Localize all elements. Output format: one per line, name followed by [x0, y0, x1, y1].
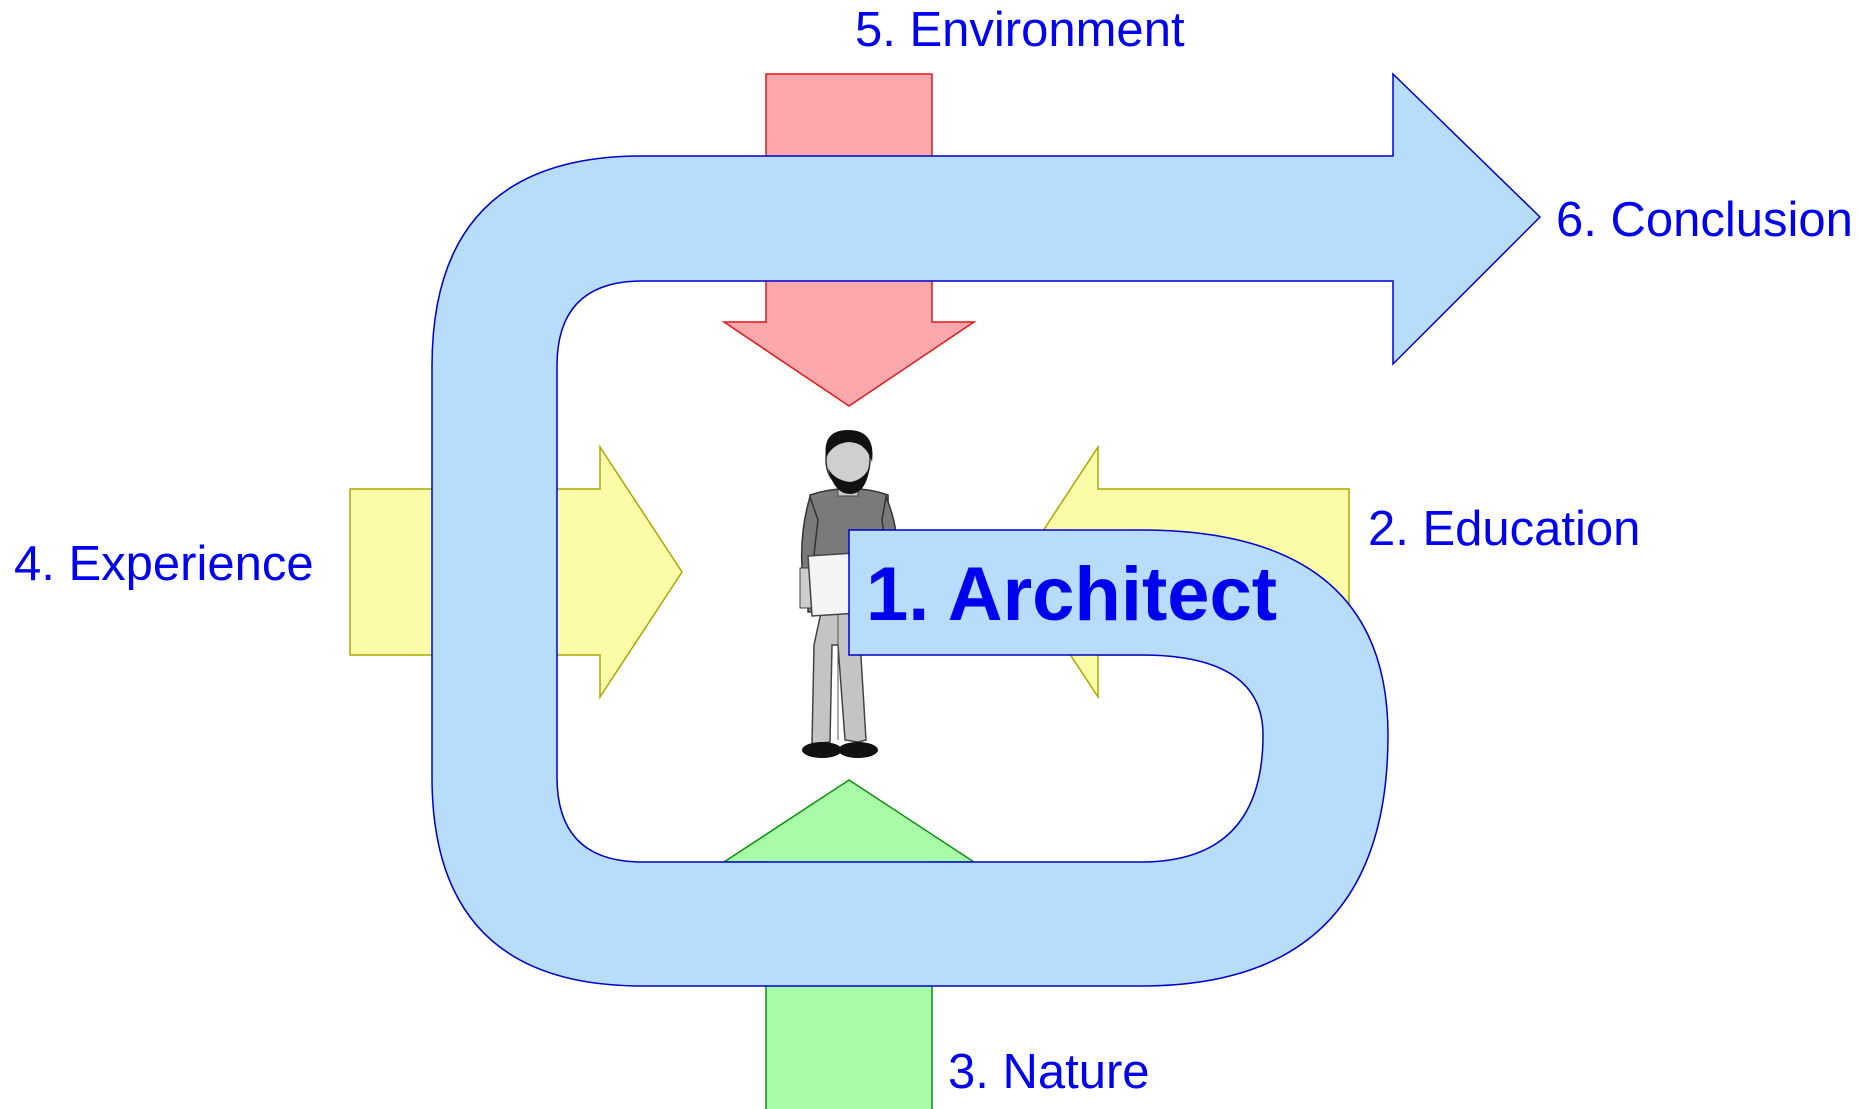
process-path-arrow — [431, 72, 1542, 987]
label-architect: 1. Architect — [866, 552, 1277, 637]
label-environment: 5. Environment — [855, 3, 1185, 57]
label-experience: 4. Experience — [14, 537, 314, 591]
label-nature: 3. Nature — [948, 1045, 1150, 1099]
architect-figure — [799, 430, 898, 758]
label-education: 2. Education — [1368, 502, 1640, 556]
label-conclusion: 6. Conclusion — [1556, 193, 1853, 247]
